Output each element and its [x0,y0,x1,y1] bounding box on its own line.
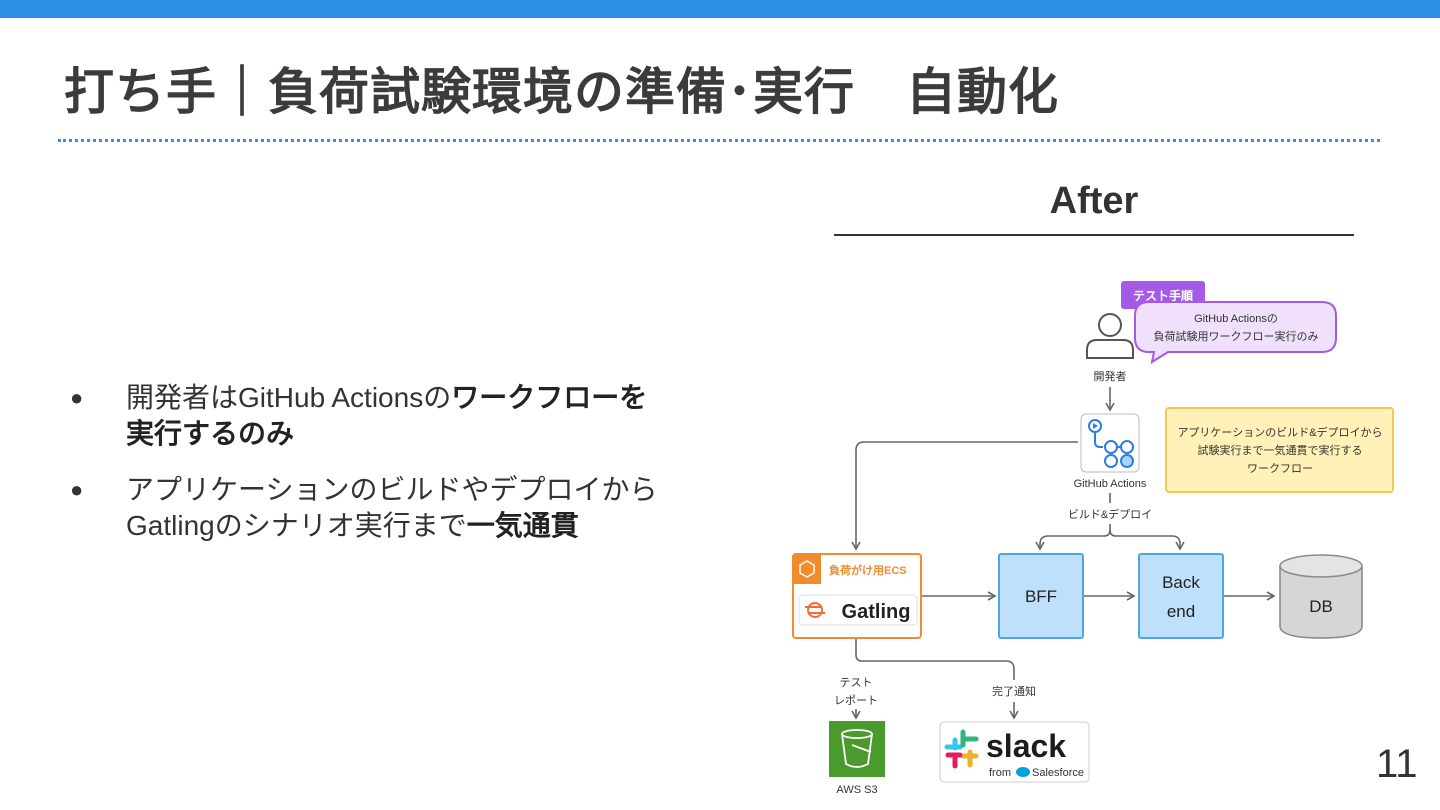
bullet-1-bold: ワークフローを [451,382,648,413]
github-actions-label: GitHub Actions [1074,478,1147,490]
title-divider [58,139,1380,142]
database-cylinder [1279,554,1363,639]
slack-from-label: from [989,767,1011,779]
bullet-1-text: 開発者はGitHub Actionsの [126,382,452,413]
ecs-icon [793,554,821,584]
backend-label-line2: end [1167,602,1195,621]
speech-bubble [1134,301,1337,365]
workflow-note-box [1165,407,1394,493]
db-label: DB [1309,597,1333,616]
arrow-build-to-backend [1109,529,1185,551]
s3-bucket-icon [841,729,873,768]
salesforce-label: Salesforce [1032,767,1084,779]
bullet-list: ● 開発者はGitHub Actionsのワークフローを 実行するのみ ● アプ… [70,380,710,564]
bullet-dot: ● [70,477,84,502]
arrow-build-to-bff [1035,524,1111,551]
gatling-label: Gatling [842,601,911,623]
notify-label: 完了通知 [992,684,1036,698]
top-accent-bar [0,0,1440,18]
bullet-item-2: ● アプリケーションのビルドやデプロイから Gatlingのシナリオ実行まで一気… [70,472,710,544]
ecs-label: 負荷がけ用ECS [829,563,907,577]
page-number: 11 [1376,742,1418,786]
after-underline [834,234,1354,236]
bullet-2-text: アプリケーションのビルドやデプロイから [126,474,658,505]
note-line-2: 試験実行まで一気通貫で実行する [1198,443,1363,457]
after-heading: After [1049,180,1139,222]
bullet-2-bold: 一気通貫 [466,510,579,541]
backend-label-line1: Back [1162,573,1200,592]
build-deploy-label: ビルド&デプロイ [1068,507,1152,521]
slack-label: slack [986,728,1066,764]
arrow-to-slack-route [855,654,1015,680]
speech-line-1: GitHub Actionsの [1194,313,1278,325]
salesforce-cloud-icon [1016,767,1030,777]
gatling-logo-box [798,594,918,626]
bullet-item-1: ● 開発者はGitHub Actionsのワークフローを 実行するのみ [70,380,710,452]
developer-label: 開発者 [1094,369,1127,383]
backend-box [1138,553,1224,639]
s3-label: AWS S3 [836,784,877,796]
test-procedure-tag-label: テスト手順 [1133,288,1194,303]
slide-title: 打ち手｜負荷試験環境の準備･実行 自動化 [64,64,1059,120]
bullet-2-text-line2: Gatlingのシナリオ実行まで [126,510,467,541]
ecs-hexagon-icon [799,560,815,578]
speech-line-2: 負荷試験用ワークフロー実行のみ [1154,329,1319,343]
github-actions-icon [1080,413,1140,473]
bff-label: BFF [1025,587,1057,606]
slack-hash-icon [944,729,979,769]
note-line-1: アプリケーションのビルド&デプロイから [1177,425,1382,439]
gatling-logo-icon [805,602,825,618]
developer-person-icon [1086,313,1134,359]
report-label-line2: レポート [834,694,878,707]
bullet-1-bold-line2: 実行するのみ [126,418,295,449]
bullet-dot: ● [70,385,84,410]
note-line-3: ワークフロー [1247,462,1313,475]
report-label-line1: テスト [840,677,873,689]
bff-box [998,553,1084,639]
arrow-actions-to-ecs [851,441,1078,551]
